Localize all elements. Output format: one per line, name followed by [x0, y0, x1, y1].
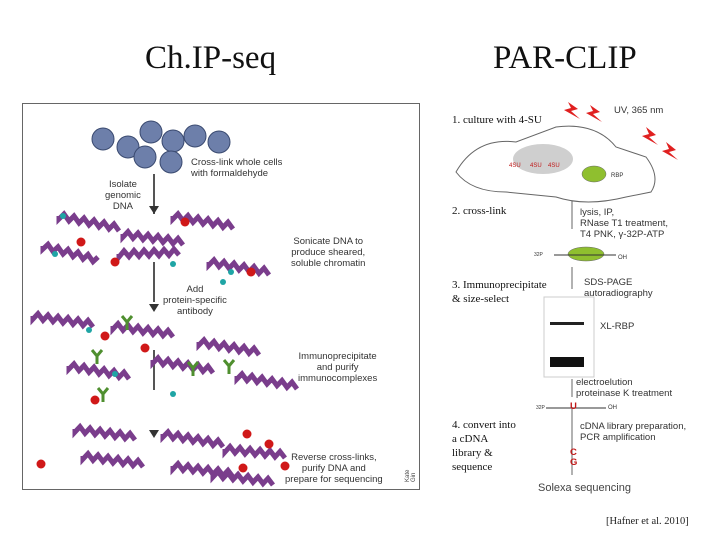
label-reverse: Reverse cross-links, purify DNA and prep… — [285, 452, 383, 485]
par-title: PAR-CLIP — [493, 40, 637, 76]
cell — [139, 120, 163, 144]
label-g: G — [570, 457, 578, 468]
histone-dot — [170, 261, 176, 267]
citation: [Hafner et al. 2010] — [606, 516, 689, 527]
gel-bottom-band — [550, 357, 584, 367]
cell — [183, 124, 207, 148]
label-solexa: Solexa sequencing — [538, 482, 631, 494]
label-cdna: cDNA library preparation, PCR amplificat… — [580, 421, 687, 443]
histone-dot — [60, 213, 66, 219]
step-3: 3. Immunoprecipitate & size-select — [452, 279, 547, 305]
par-clip-illustration — [455, 102, 678, 475]
protein-dot — [110, 257, 120, 267]
antibody — [96, 387, 110, 402]
cells — [91, 120, 231, 174]
antibody — [90, 349, 104, 364]
rbp-blob — [581, 165, 607, 183]
step-2: 2. cross-link — [452, 205, 507, 217]
protein-dot — [100, 331, 110, 341]
label-xl-u: U — [570, 401, 577, 412]
cell — [161, 129, 185, 153]
protein-dot — [280, 461, 290, 471]
cell — [133, 145, 157, 169]
par-clip-diagram: 1. culture with 4-SU UV, 365 nm 4SU 4SU … — [446, 97, 702, 510]
protein-dot — [180, 217, 190, 227]
label-c: C — [570, 447, 577, 458]
dna-fragment — [234, 369, 300, 392]
histone-dot — [86, 327, 92, 333]
dna-fragment — [66, 359, 132, 382]
protein-dot — [238, 463, 248, 473]
dna-fragment — [116, 245, 181, 265]
chip-seq-illustration — [30, 120, 300, 488]
chip-seq-diagram: Cross-link whole cells with formaldehyde… — [22, 103, 420, 490]
dna-fragments — [30, 209, 300, 488]
protein-dot — [140, 343, 150, 353]
label-oh: OH — [618, 255, 627, 261]
protein-dot — [242, 429, 252, 439]
arrow-head-1 — [149, 206, 159, 214]
dna-fragment — [72, 422, 138, 443]
label-sonicate: Sonicate DNA to produce sheared, soluble… — [291, 236, 366, 269]
label-32p-b: 32P — [536, 405, 545, 411]
histone-dot — [52, 251, 58, 257]
antibody — [120, 315, 134, 330]
chip-title: Ch.IP-seq — [145, 40, 277, 76]
protein-dot — [90, 395, 100, 405]
arrow-head-3 — [149, 430, 159, 438]
step-4: 4. convert into a cDNA library & sequenc… — [452, 419, 516, 473]
dna-fragment — [56, 210, 122, 233]
label-uv: UV, 365 nm — [614, 105, 664, 116]
label-4su-3: 4SU — [548, 163, 560, 169]
histone-dot — [220, 279, 226, 285]
label-crosslink: Cross-link whole cells with formaldehyde — [191, 157, 283, 179]
label-32p: 32P — [534, 252, 543, 258]
dna-fragment — [120, 227, 186, 248]
uv-bolts — [564, 102, 678, 160]
cell — [91, 127, 115, 151]
label-xlrbp: XL-RBP — [600, 321, 635, 332]
dna-fragment — [206, 255, 272, 278]
dna-fragment — [110, 319, 176, 340]
dna-fragment — [80, 449, 146, 470]
credit: Kate Gin — [405, 469, 417, 482]
dna-fragment — [150, 353, 216, 376]
dna-fragment — [222, 442, 287, 461]
label-lysis: lysis, IP, RNase T1 treatment, T4 PNK, γ… — [580, 207, 669, 240]
dna-fragment — [210, 467, 276, 488]
protein-dot — [76, 237, 86, 247]
label-4su-2: 4SU — [530, 163, 542, 169]
protein-dot — [246, 267, 256, 277]
dna-fragment — [170, 209, 236, 232]
cell — [116, 135, 140, 159]
cell — [207, 130, 231, 154]
antibody — [222, 359, 236, 374]
protein-dot — [36, 459, 46, 469]
label-electro: electroelution proteinase K treatment — [576, 377, 673, 399]
nucleus — [513, 144, 573, 174]
dna-fragment — [30, 309, 96, 330]
label-rbp: RBP — [611, 173, 624, 179]
histone-dot — [170, 391, 176, 397]
histone-dot — [112, 371, 118, 377]
label-isolate: Isolate genomic DNA — [105, 179, 141, 212]
step-1: 1. culture with 4-SU — [452, 114, 542, 126]
label-4su-1: 4SU — [509, 163, 521, 169]
gel-band — [550, 322, 584, 325]
dna-fragment — [40, 240, 100, 266]
protein-dot — [264, 439, 274, 449]
cell — [159, 150, 183, 174]
label-immuno: Immunoprecipitate and purify immunocompl… — [298, 351, 378, 384]
antibody — [186, 361, 200, 376]
dna-fragment — [196, 335, 262, 358]
label-sds: SDS-PAGE autoradiography — [584, 277, 653, 299]
histone-dot — [228, 269, 234, 275]
label-antibody: Add protein-specific antibody — [163, 284, 227, 317]
label-oh-2: OH — [608, 405, 617, 411]
arrow-head-2 — [149, 304, 159, 312]
rbp-protein — [567, 246, 605, 262]
dna-fragment — [160, 427, 226, 450]
